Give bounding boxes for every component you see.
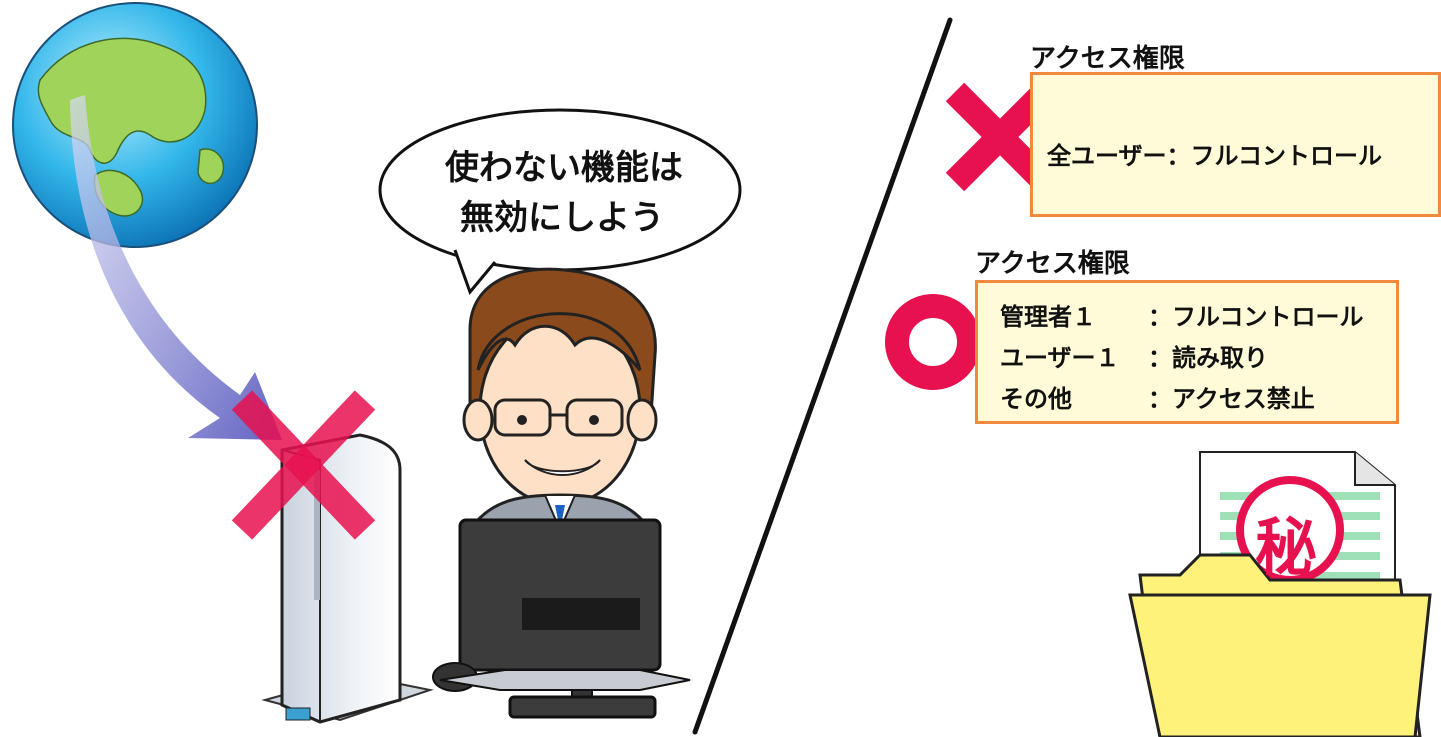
good-permission-title: アクセス権限: [975, 249, 1130, 279]
bad-permission-row: 全ユーザー：フルコントロール: [1047, 136, 1382, 171]
good-permission-row: その他 ：アクセス禁止: [1000, 379, 1315, 414]
monitor-icon: [432, 518, 691, 719]
good-permission-separator: ：: [1148, 385, 1172, 413]
good-permission-right: フルコントロール: [1172, 303, 1364, 331]
speech-line-2: 無効にしよう: [460, 198, 664, 238]
good-permission-row: 管理者１ ：フルコントロール: [1000, 297, 1364, 332]
good-permission-circle-icon: [885, 294, 981, 390]
good-permission-right: 読み取り: [1172, 344, 1268, 372]
section-divider: [692, 17, 953, 735]
good-permission-separator: ：: [1148, 303, 1172, 331]
good-permission-row: ユーザー１ ：読み取り: [1000, 338, 1268, 373]
bad-permission-user: 全ユーザー: [1047, 142, 1167, 170]
secret-stamp-label: 秘: [1255, 511, 1318, 584]
bad-permission-separator: ：: [1166, 142, 1191, 170]
good-permission-user: その他: [1000, 385, 1072, 413]
confidential-folder-icon: [1128, 451, 1432, 737]
router-icon: [261, 433, 434, 724]
bad-permission-title: アクセス権限: [1030, 44, 1185, 74]
good-permission-user: ユーザー１: [1000, 344, 1120, 372]
good-permission-user: 管理者１: [1000, 303, 1096, 331]
globe-icon: [12, 2, 258, 248]
bad-permission-panel: [1030, 72, 1441, 217]
speech-line-1: 使わない機能は: [445, 148, 683, 188]
good-permission-panel: [975, 280, 1399, 424]
bad-permission-right: フルコントロール: [1190, 142, 1383, 170]
good-permission-right: アクセス禁止: [1172, 385, 1315, 413]
speech-bubble: [378, 108, 742, 295]
person-avatar: [462, 267, 658, 562]
blocked-cross-icon: [231, 390, 376, 540]
good-permission-separator: ：: [1148, 344, 1172, 372]
